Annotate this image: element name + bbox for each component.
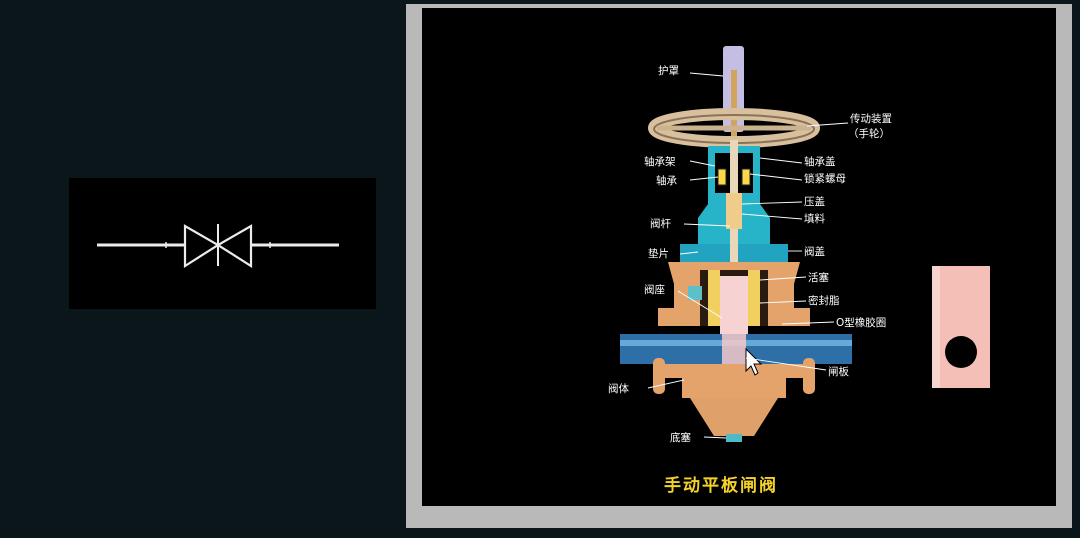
leader-sealing-grease: [759, 300, 807, 304]
drain-cone: [690, 398, 778, 436]
gate-plate-hole: [945, 336, 977, 368]
leader-o-ring: [781, 321, 835, 325]
bearing-right: [741, 168, 751, 186]
symbol-triangle-right: [215, 224, 253, 269]
stem-thread-top: [731, 70, 737, 140]
animation-viewer-frame: 护罩 传动装置 （手轮） 轴承架 轴承盖 轴承 锁紧螺母 压盖 填料 阀杆 垫片…: [406, 4, 1072, 528]
label-piston: 活塞: [808, 271, 829, 284]
stem: [730, 140, 738, 338]
drain-plug-tip: [726, 434, 742, 442]
gate-in-channel: [722, 334, 746, 364]
label-drain-plug: 底塞: [670, 431, 691, 444]
label-gland: 压盖: [804, 195, 825, 208]
leader-bearing: [689, 176, 719, 181]
gate-plate-card: [932, 266, 990, 388]
label-gasket: 垫片: [648, 247, 669, 260]
mouse-cursor-icon: [745, 347, 763, 376]
valve-symbol-panel: [69, 178, 376, 309]
label-sealing-grease: 密封脂: [808, 294, 840, 307]
valve-seat-left: [688, 286, 702, 300]
leader-valve-body: [647, 379, 685, 389]
symbol-triangle-left: [183, 224, 221, 269]
label-drive-line1: 传动装置: [850, 112, 892, 125]
flange-right: [803, 358, 815, 394]
label-valve-seat: 阀座: [644, 283, 665, 296]
gate-valve-symbol: [97, 224, 339, 269]
label-packing: 填料: [804, 212, 825, 225]
leader-lock-nut: [749, 173, 803, 181]
label-stem: 阀杆: [650, 217, 671, 230]
label-lock-nut: 锁紧螺母: [804, 172, 846, 185]
label-bearing-box: 轴承盖: [804, 155, 836, 168]
leader-piston: [759, 276, 807, 281]
leader-packing: [741, 213, 803, 220]
bearing-left: [717, 168, 727, 186]
label-valve-body: 阀体: [608, 382, 629, 395]
animation-screen: 护罩 传动装置 （手轮） 轴承架 轴承盖 轴承 锁紧螺母 压盖 填料 阀杆 垫片…: [422, 8, 1056, 506]
gate-valve-cutaway-diagram: 护罩 传动装置 （手轮） 轴承架 轴承盖 轴承 锁紧螺母 压盖 填料 阀杆 垫片…: [608, 46, 990, 496]
label-bearing: 轴承: [656, 174, 677, 187]
label-guard: 护罩: [658, 64, 679, 77]
leader-drain-plug: [703, 436, 727, 439]
diagram-title: 手动平板闸阀: [664, 475, 778, 496]
leader-gate-plate: [745, 357, 827, 371]
valve-body-lower: [664, 364, 804, 398]
label-bonnet: 阀盖: [804, 245, 825, 258]
leader-bearing-box: [759, 157, 803, 164]
sealing-grease-left: [708, 270, 720, 326]
leader-valve-seat: [677, 290, 723, 319]
gate-plate: [720, 276, 748, 334]
label-o-ring: O型橡胶圈: [836, 316, 886, 329]
leader-gland: [741, 201, 803, 205]
gate-plate-card-edge: [932, 266, 940, 388]
label-gate-plate: 闸板: [828, 365, 849, 378]
flange-left: [653, 358, 665, 394]
leader-bearing-frame: [689, 160, 716, 167]
leader-drive: [806, 122, 849, 127]
leader-stem: [683, 223, 731, 227]
leader-guard: [689, 72, 724, 77]
label-bearing-frame: 轴承架: [644, 155, 676, 168]
label-drive-line2: （手轮）: [848, 127, 890, 140]
packing-block: [726, 193, 742, 229]
leader-gasket: [679, 251, 699, 255]
sealing-grease-right: [748, 270, 760, 326]
